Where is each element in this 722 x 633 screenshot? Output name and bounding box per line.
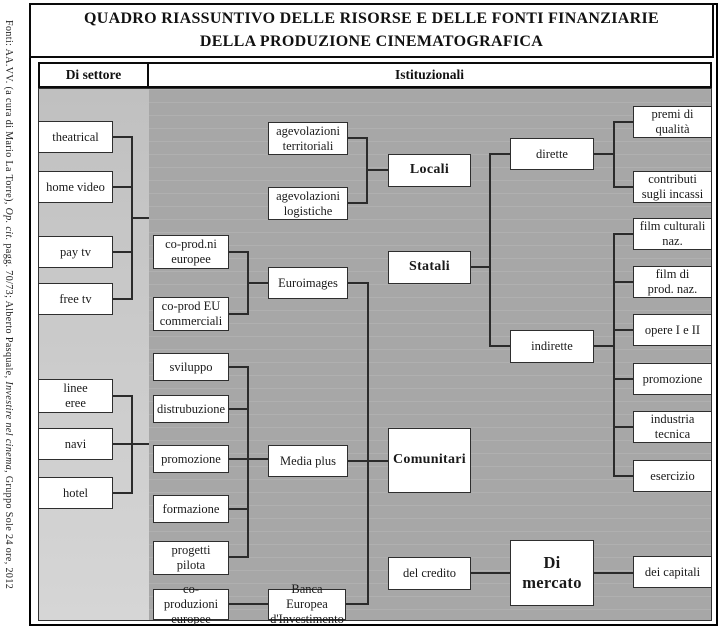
node-sviluppo: sviluppo: [153, 353, 229, 381]
connector-line: [489, 153, 491, 346]
caption-text: , Gruppo Sole 24 ore, 2012: [3, 470, 14, 590]
node-film-di-prod-naz: film di prod. naz.: [633, 266, 712, 298]
node-hotel: hotel: [38, 477, 113, 509]
connector-line: [229, 508, 249, 510]
node-home-video: home video: [38, 171, 113, 203]
connector-line: [113, 492, 133, 494]
caption-text: pagg. 70/73; Alberto Pasquale,: [3, 240, 14, 382]
connector-line: [229, 366, 249, 368]
connector-line: [489, 153, 510, 155]
node-navi: navi: [38, 428, 113, 460]
node-banca-europea-investimento: Banca Europea d'Investimento: [268, 582, 346, 626]
node-locali: Locali: [388, 154, 471, 187]
node-del-credito: del credito: [388, 557, 471, 590]
node-free-tv: free tv: [38, 283, 113, 315]
connector-line: [613, 281, 633, 283]
connector-line: [613, 475, 633, 477]
connector-line: [348, 202, 368, 204]
title-line-2: DELLA PRODUZIONE CINEMATOGRAFICA: [199, 32, 544, 50]
node-linee-eree: linee eree: [38, 379, 113, 413]
connector-line: [131, 217, 149, 219]
node-contributi-sugli-incassi: contributi sugli incassi: [633, 171, 712, 203]
connector-line: [229, 603, 268, 605]
connector-line: [613, 121, 615, 187]
node-distrubuzione: distrubuzione: [153, 395, 229, 423]
connector-line: [348, 137, 368, 139]
connector-line: [229, 313, 249, 315]
figure-title: QUADRO RIASSUNTIVO DELLE RISORSE E DELLE…: [29, 3, 714, 58]
node-media-plus: Media plus: [268, 445, 348, 477]
connector-line: [613, 186, 633, 188]
connector-line: [113, 251, 133, 253]
node-promozione-indirette: promozione: [633, 363, 712, 395]
connector-line: [247, 282, 268, 284]
connector-line: [366, 169, 388, 171]
header-istituzionali: Istituzionali: [147, 62, 712, 88]
connector-line: [346, 603, 369, 605]
caption-italic-book: Investire nel cinema: [3, 381, 14, 471]
node-indirette: indirette: [510, 330, 594, 363]
connector-line: [229, 251, 249, 253]
connector-line: [613, 378, 633, 380]
connector-line: [594, 572, 633, 574]
node-film-culturali-naz: film culturali naz.: [633, 218, 712, 250]
node-coprodni-europee: co-prod.ni europee: [153, 235, 229, 269]
node-coprod-eu-commerciali: co-prod EU commerciali: [153, 297, 229, 331]
connector-line: [613, 329, 633, 331]
connector-line: [594, 153, 615, 155]
node-dei-capitali: dei capitali: [633, 556, 712, 588]
node-progetti-pilota: progetti pilota: [153, 541, 229, 575]
connector-line: [229, 556, 249, 558]
connector-line: [613, 426, 633, 428]
node-di-mercato: Di mercato: [510, 540, 594, 606]
node-coproduzioni-europee: co-produzioni europee: [153, 582, 229, 626]
node-theatrical: theatrical: [38, 121, 113, 153]
connector-line: [348, 460, 388, 462]
connector-line: [594, 345, 615, 347]
node-dirette: dirette: [510, 138, 594, 170]
connector-line: [489, 345, 510, 347]
connector-line: [113, 395, 133, 397]
connector-line: [613, 233, 615, 477]
connector-line: [113, 186, 133, 188]
caption-italic-op-cit: Op. cit.: [3, 207, 14, 241]
node-formazione: formazione: [153, 495, 229, 523]
connector-line: [247, 366, 249, 558]
connector-line: [613, 233, 633, 235]
caption-text: Fonti: AA.VV. (a cura di Mario La Torre)…: [3, 20, 14, 208]
connector-line: [471, 266, 491, 268]
node-pay-tv: pay tv: [38, 236, 113, 268]
header-di-settore: Di settore: [38, 62, 149, 88]
connector-line: [229, 408, 249, 410]
source-caption: Fonti: AA.VV. (a cura di Mario La Torre)…: [3, 20, 14, 626]
connector-line: [367, 282, 369, 605]
node-opere-i-e-ii: opere I e II: [633, 314, 712, 346]
diagram-area: [38, 88, 712, 621]
node-premi-di-qualita: premi di qualità: [633, 106, 712, 138]
node-industria-tecnica: industria tecnica: [633, 411, 712, 443]
title-line-1: QUADRO RIASSUNTIVO DELLE RISORSE E DELLE…: [84, 10, 659, 28]
node-euroimages: Euroimages: [268, 267, 348, 299]
connector-line: [471, 572, 510, 574]
connector-line: [113, 136, 133, 138]
node-comunitari: Comunitari: [388, 428, 471, 493]
connector-line: [113, 443, 149, 445]
connector-line: [113, 298, 133, 300]
connector-line: [613, 121, 633, 123]
node-agevolazioni-logistiche: agevolazioni logistiche: [268, 187, 348, 220]
connector-line: [348, 282, 369, 284]
node-agevolazioni-territoriali: agevolazioni territoriali: [268, 122, 348, 155]
node-esercizio: esercizio: [633, 460, 712, 492]
node-statali: Statali: [388, 251, 471, 284]
connector-line: [229, 458, 268, 460]
node-promozione-settore: promozione: [153, 445, 229, 473]
